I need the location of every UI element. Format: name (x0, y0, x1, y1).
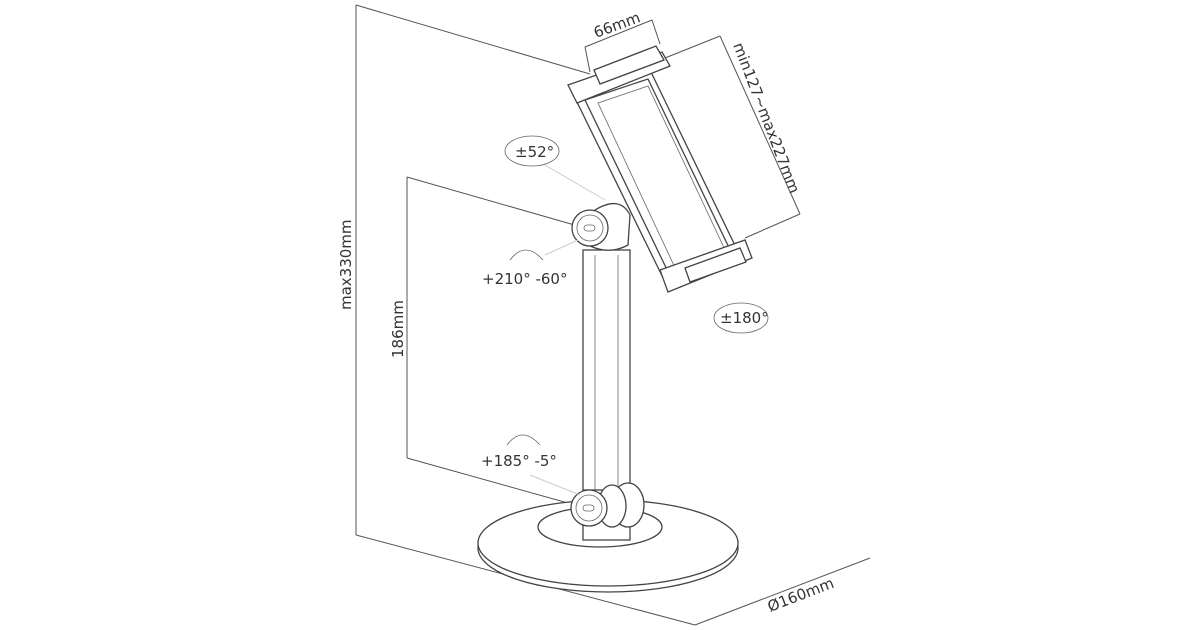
max-height-label: max330mm (337, 219, 355, 310)
rotate-label: ±180° (720, 309, 769, 327)
top-joint (571, 203, 631, 251)
holder-range-label: min127~max227mm (729, 40, 803, 196)
top-joint-label: +210° -60° (482, 270, 567, 288)
rotation-markers (504, 135, 769, 446)
leader-lines (529, 164, 606, 496)
bottom-joint-label: +185° -5° (481, 452, 557, 470)
base (477, 499, 739, 593)
arm-height-label: 186mm (389, 300, 407, 358)
holder-width-label: 66mm (591, 8, 643, 41)
tablet-holder (567, 45, 753, 293)
base-diameter-label: Ø160mm (765, 574, 836, 616)
tilt-label: ±52° (515, 143, 554, 161)
bottom-joint (570, 482, 645, 528)
